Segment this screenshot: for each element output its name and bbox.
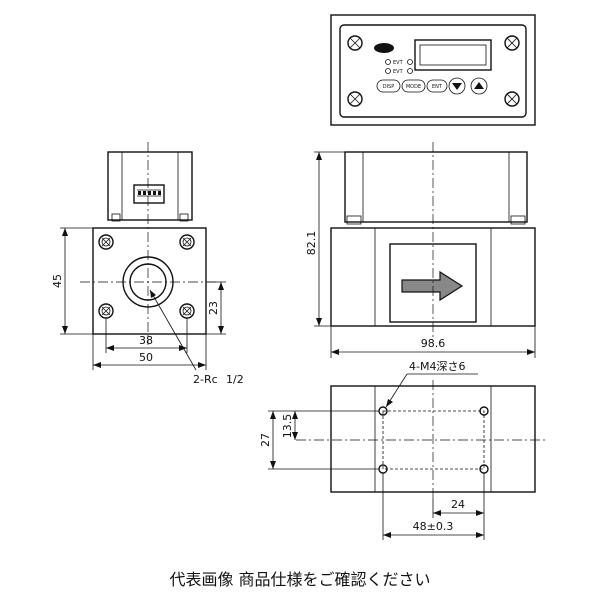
panel-screw-icon (347, 91, 363, 107)
dim-length: 98.6 (421, 337, 446, 350)
indicator-led-icon (385, 59, 391, 65)
flow-direction-arrow-icon (401, 270, 464, 302)
up-arrow-button-icon (470, 77, 488, 95)
panel-screw-icon (347, 35, 363, 51)
lcd-display (414, 39, 492, 71)
bolt-icon (98, 234, 114, 250)
indicator-led-icon (407, 68, 413, 74)
dim-hole-pitch: 38 (139, 334, 153, 347)
sensor-head (107, 151, 193, 221)
panel-screw-icon (504, 35, 520, 51)
ent-button: ENT (426, 79, 448, 93)
body-block (92, 227, 207, 335)
disp-button: DISP (376, 79, 401, 93)
indicator-label: EVT (393, 69, 404, 75)
brand-logo-icon (374, 43, 394, 53)
svg-text:ENT: ENT (432, 84, 443, 90)
panel-screw-icon (504, 91, 520, 107)
side-view (330, 142, 536, 340)
dim-width: 50 (139, 351, 153, 364)
front-view (80, 142, 218, 345)
front-view-dimensions: 45 23 38 50 2-Rc 1/2 (51, 227, 244, 386)
dim-half-height: 23 (207, 301, 220, 315)
tap-hole-icon (479, 406, 489, 416)
side-head (344, 151, 528, 223)
bolt-icon (179, 234, 195, 250)
tap-hole-callout: 4-M4深さ6 (409, 360, 465, 373)
bottom-view-dimensions: 4-M4深さ6 13.5 27 24 48±0.3 (259, 360, 485, 540)
display-panel-view: EVT EVT DISP MODE ENT (330, 14, 536, 126)
dim-pitch-v: 27 (259, 433, 272, 447)
indicator-label: EVT (393, 60, 404, 66)
panel-outer-frame (330, 14, 536, 126)
panel-bezel (339, 24, 527, 118)
lcd-screen (419, 44, 487, 66)
port-size-label: 2-Rc (193, 373, 218, 386)
svg-text:DISP: DISP (383, 84, 395, 90)
mode-button: MODE (401, 79, 426, 93)
connector (133, 184, 165, 204)
dim-pitch-h: 48±0.3 (413, 520, 454, 533)
port-size-fraction: 1/2 (226, 373, 244, 386)
indicator-led-icon (385, 68, 391, 74)
dim-side-height: 82.1 (305, 231, 318, 256)
svg-text:MODE: MODE (406, 84, 421, 90)
bottom-view (296, 380, 545, 498)
down-arrow-button-icon (448, 77, 466, 95)
bolt-icon (179, 303, 195, 319)
side-view-dimensions: 82.1 98.6 (305, 151, 536, 358)
dim-half-pitch-h: 24 (451, 498, 465, 511)
image-caption: 代表画像 商品仕様をご確認ください (169, 570, 430, 589)
indicator-led-icon (407, 59, 413, 65)
dim-half-pitch-v: 13.5 (281, 414, 294, 439)
bolt-icon (98, 303, 114, 319)
dim-height: 45 (51, 274, 64, 288)
